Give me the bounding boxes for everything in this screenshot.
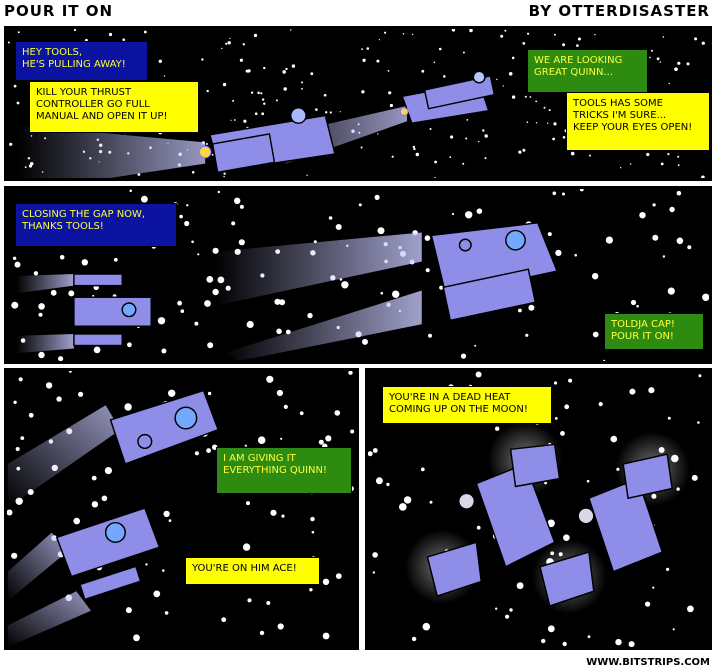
ship-shape (55, 389, 220, 601)
panel-1: HEY TOOLS, HE'S PULLING AWAY! KILL YOUR … (4, 26, 712, 181)
ships-illustration (7, 389, 220, 647)
caption-pulling-away: HEY TOOLS, HE'S PULLING AWAY! (15, 41, 148, 81)
ship-shape (426, 443, 673, 607)
comic-title: POUR IT ON (4, 2, 114, 20)
caption-looking-great: WE ARE LOOKING GREAT QUINN... (527, 49, 648, 93)
ship-shape (73, 222, 559, 347)
ships-illustration (404, 421, 690, 614)
caption-dead-heat: YOU'RE IN A DEAD HEAT COMING UP ON THE M… (382, 386, 552, 424)
caption-giving-everything: I AM GIVING IT EVERYTHING QUINN! (216, 447, 352, 494)
caption-on-him: YOU'RE ON HIM ACE! (185, 557, 320, 585)
comic-author: BY OTTERDISASTER (528, 2, 710, 20)
caption-kill-thrust: KILL YOUR THRUST CONTROLLER GO FULL MANU… (29, 81, 199, 133)
panel-3: I AM GIVING IT EVERYTHING QUINN! YOU'RE … (4, 368, 359, 650)
footer-credit: WWW.BITSTRIPS.COM (586, 657, 710, 668)
caption-tools-tricks: TOOLS HAS SOME TRICKS I'M SURE... KEEP Y… (566, 92, 709, 151)
ships-illustration (17, 70, 496, 178)
caption-toldja: TOLDJA CAP! POUR IT ON! (604, 313, 704, 350)
ship-shape (209, 70, 496, 174)
ships-illustration (15, 222, 559, 361)
caption-closing-gap: CLOSING THE GAP NOW, THANKS TOOLS! (15, 203, 177, 247)
panel-4: YOU'RE IN A DEAD HEAT COMING UP ON THE M… (365, 368, 712, 650)
panel-2: CLOSING THE GAP NOW, THANKS TOOLS! TOLDJ… (4, 186, 712, 364)
